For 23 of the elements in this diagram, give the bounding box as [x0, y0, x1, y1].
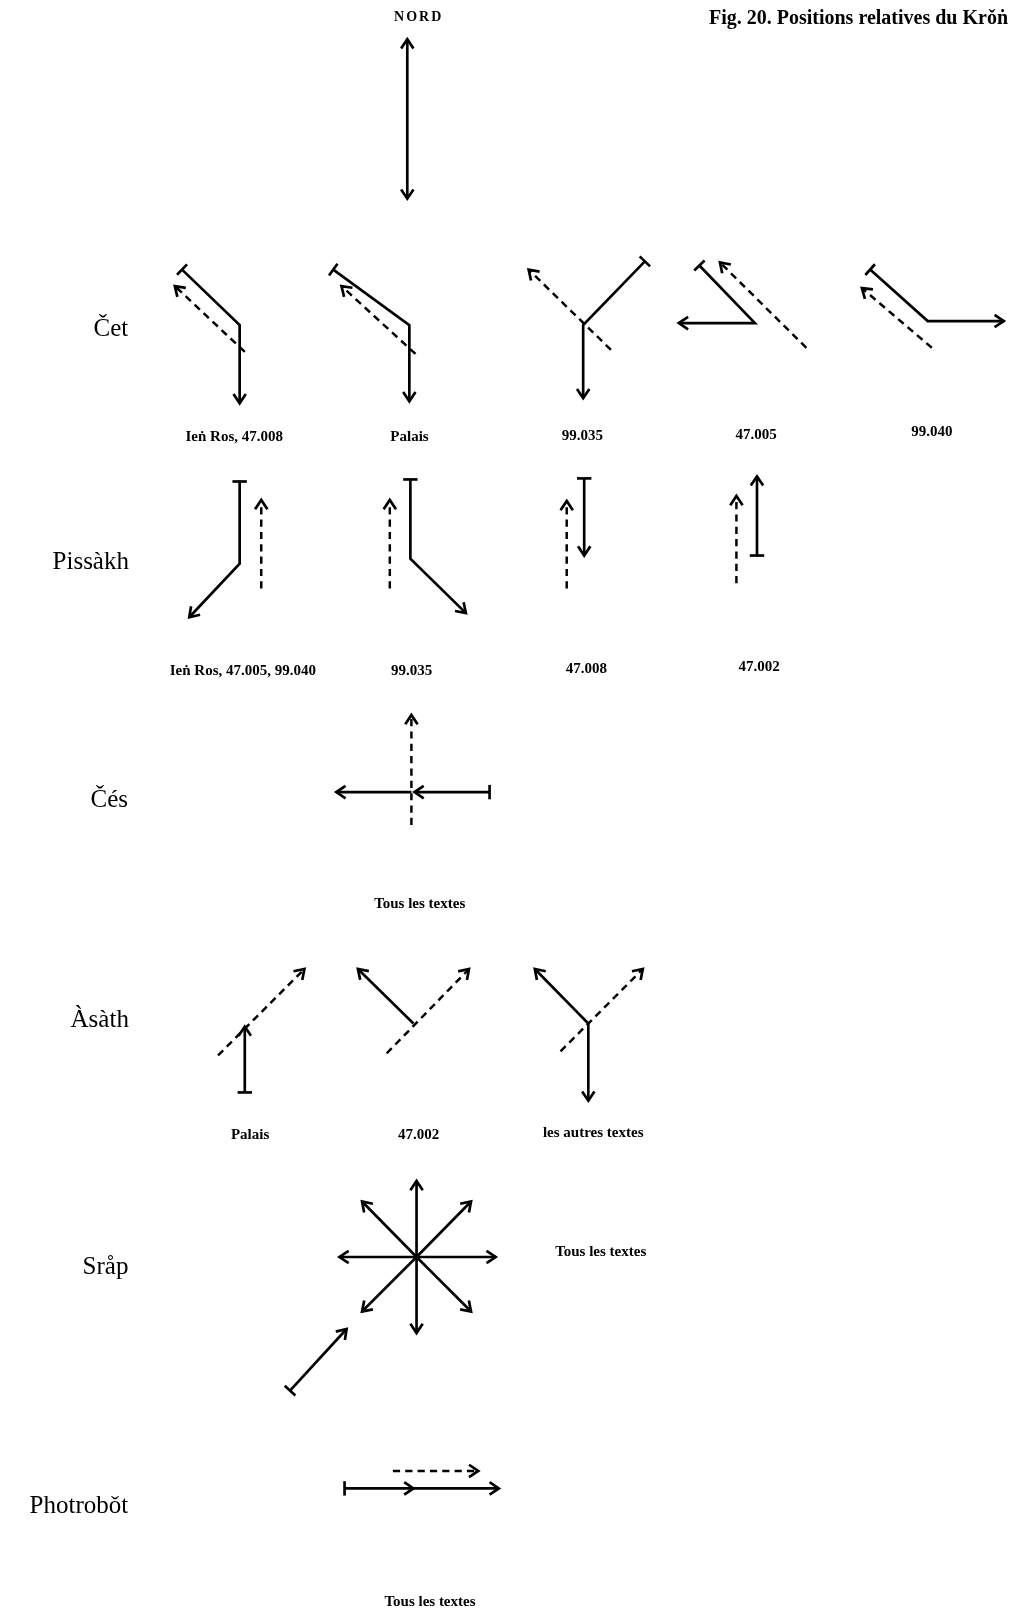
caption: Palais [230, 1126, 270, 1142]
caption: Tous les textes [555, 1244, 647, 1260]
caption: 99.040 [911, 424, 953, 440]
caption: 47.008 [565, 661, 607, 677]
row-label: Àsàth [70, 1005, 129, 1031]
row-label: Čés [90, 785, 129, 811]
caption: Palais [390, 428, 429, 444]
row-label: Photrobǒt [29, 1492, 129, 1518]
caption: 47.005 [735, 426, 777, 442]
caption: 47.002 [738, 658, 780, 674]
caption: 47.002 [398, 1126, 440, 1142]
row-label: Pissàkh [52, 548, 129, 574]
caption: Ieṅ Ros, 47.008 [185, 428, 283, 444]
caption: 99.035 [390, 663, 433, 679]
direction-label: NORD [394, 10, 444, 25]
caption: Ieṅ Ros, 47.005, 99.040 [169, 663, 316, 679]
caption: Tous les textes [374, 895, 466, 911]
caption: Tous les textes [384, 1593, 476, 1609]
row-label: Čet [93, 314, 129, 340]
caption: les autres textes [542, 1124, 644, 1140]
row-label: Sråp [82, 1252, 129, 1278]
caption: 99.035 [561, 427, 603, 443]
figure-title: Fig. 20. Positions relatives du Krǒṅ [708, 7, 1009, 28]
